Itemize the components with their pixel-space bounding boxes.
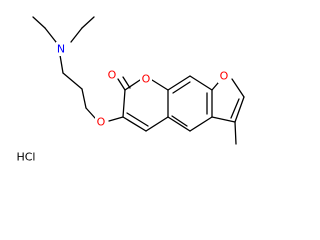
bond (122, 89, 126, 118)
bond (167, 116, 191, 132)
bond (59, 54, 64, 74)
bond (189, 75, 213, 91)
bond (122, 76, 131, 89)
bond (172, 81, 191, 94)
bond (117, 78, 126, 91)
nitrogen-label: N (57, 43, 65, 56)
bond (151, 79, 169, 91)
bond (124, 79, 141, 91)
furan-oxygen-label: O (220, 70, 229, 83)
bond (171, 115, 188, 127)
bond (70, 27, 83, 43)
bond (167, 75, 191, 91)
bond (81, 88, 87, 109)
bond (62, 72, 83, 90)
bond (126, 112, 149, 127)
bond (122, 116, 147, 132)
bond (85, 107, 96, 119)
bond (44, 27, 57, 43)
bond (234, 96, 245, 123)
bond (81, 16, 95, 29)
bond (234, 121, 237, 145)
hcl-salt-label: HCl (16, 151, 35, 164)
bond (145, 116, 169, 132)
bond (108, 116, 124, 122)
bonds (32, 16, 245, 145)
bond (231, 78, 245, 98)
bond (211, 82, 219, 91)
ether-oxygen-label: O (97, 116, 106, 129)
carbonyl-oxygen-label: O (108, 69, 117, 82)
bond (32, 16, 46, 29)
bond (189, 116, 213, 132)
chemical-structure: N O O O O HCl (16, 16, 245, 164)
atom-labels: N O O O O HCl (16, 42, 230, 164)
bond (211, 116, 236, 123)
bond (230, 98, 240, 119)
ring-oxygen-label: O (142, 73, 151, 86)
